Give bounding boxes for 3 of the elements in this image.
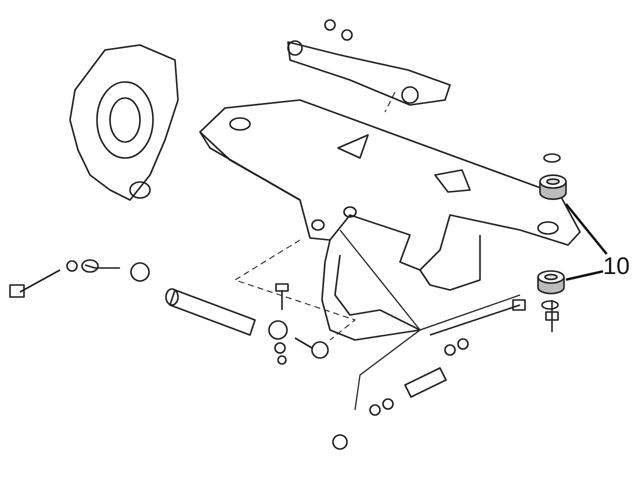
callout-number: 10	[603, 253, 630, 280]
leader-line	[565, 203, 608, 255]
leader-line	[566, 270, 604, 281]
